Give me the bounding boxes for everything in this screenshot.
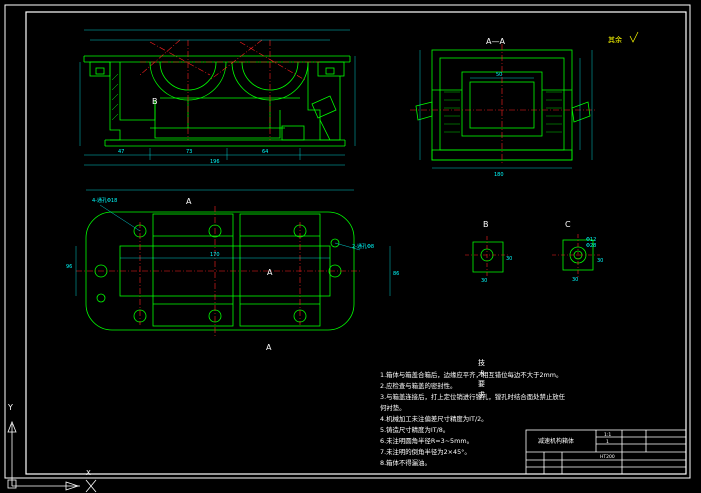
- svg-text:64: 64: [262, 149, 268, 155]
- plan-view-dimensions: [75, 189, 391, 296]
- section-aa-centerlines: [410, 44, 595, 165]
- front-view[interactable]: [83, 55, 351, 147]
- svg-text:30: 30: [572, 277, 578, 283]
- inner-border: [25, 11, 687, 475]
- svg-text:Φ28: Φ28: [586, 243, 596, 249]
- title-block[interactable]: [525, 429, 687, 475]
- tech-requirement-item: 4.机械加工未注偏差尺寸精度为IT/2。: [380, 415, 488, 423]
- section-aa-dimensions: [419, 50, 593, 169]
- svg-text:1:1: 1:1: [604, 432, 611, 438]
- svg-text:HT200: HT200: [600, 454, 615, 460]
- svg-text:30: 30: [597, 258, 603, 264]
- detail-c-title: C: [565, 220, 571, 229]
- detail-c-dim-text: 30 30 Φ12 Φ28: [572, 237, 603, 283]
- svg-text:2-通孔Φ8: 2-通孔Φ8: [352, 243, 374, 250]
- section-aa-title: A—A: [486, 37, 505, 46]
- svg-text:30: 30: [506, 256, 512, 262]
- section-aa-dim-text: 50 180: [494, 72, 504, 178]
- detail-b-dim-text: 30 30: [481, 256, 512, 284]
- front-view-centerlines: [139, 39, 320, 140]
- svg-text:47: 47: [118, 149, 124, 155]
- svg-text:96: 96: [66, 264, 72, 270]
- detail-b-title: B: [483, 220, 489, 229]
- svg-text:Φ12: Φ12: [586, 237, 596, 243]
- ucs-icon: [7, 420, 97, 493]
- section-a-marker-top: A: [186, 197, 192, 206]
- detail-c-centerlines: [552, 234, 600, 278]
- svg-text:170: 170: [210, 252, 220, 258]
- detail-b-view[interactable]: [472, 241, 504, 273]
- tech-requirements-title: 技术要求: [478, 359, 485, 399]
- tech-requirement-item: 6.未注明圆角半径R=3~5mm。: [380, 437, 473, 445]
- detail-b-centerlines: [465, 236, 510, 278]
- svg-text:4-通孔Φ18: 4-通孔Φ18: [92, 197, 117, 204]
- tech-requirement-item: 1.箱体与箱盖合箱后，边缘应平齐，相互错位每边不大于2mm。: [380, 371, 563, 379]
- front-view-dimensions: [79, 29, 356, 166]
- plan-view-centerlines: [76, 206, 362, 336]
- tech-requirement-item: 7.未注明的倒角半径为2×45°。: [380, 448, 471, 456]
- svg-text:30: 30: [481, 278, 487, 284]
- tech-requirement-item: 8.箱体不得漏油。: [380, 459, 431, 467]
- tech-requirement-item: 2.应检查与箱盖的密封性。: [380, 382, 457, 390]
- ucs-y-label: Y: [7, 403, 13, 412]
- plan-view-dim-text: 170 96 86 4-通孔Φ18 2-通孔Φ8: [66, 197, 399, 277]
- svg-text:1: 1: [606, 439, 609, 445]
- svg-text:减速机构箱体: 减速机构箱体: [538, 437, 574, 445]
- tech-requirement-item: 5.铸造尺寸精度为IT/8。: [380, 426, 450, 434]
- outer-border: [4, 4, 691, 479]
- svg-text:86: 86: [393, 271, 399, 277]
- plan-view-holes: [94, 224, 342, 323]
- tech-requirement-item: 何衬垫。: [380, 404, 406, 412]
- section-b-label: B: [152, 97, 158, 106]
- svg-text:73: 73: [186, 149, 192, 155]
- svg-text:50: 50: [496, 72, 502, 78]
- svg-text:196: 196: [210, 159, 220, 165]
- section-a-marker-bottom: A: [266, 343, 272, 352]
- title-block-text: 减速机构箱体 1:1 1 HT200: [538, 432, 615, 460]
- front-view-dim-text: 47 73 64 196: [118, 149, 268, 165]
- tech-requirement-item: 3.与箱盖连接后，打上定位销进行镗孔，镗孔时结合面处禁止放任: [380, 393, 566, 401]
- svg-text:180: 180: [494, 172, 504, 178]
- roughness-symbol-icon: [629, 31, 639, 43]
- ucs-x-label: X: [86, 469, 91, 477]
- plan-center-label: A: [267, 268, 273, 277]
- section-aa-view[interactable]: [415, 49, 591, 161]
- roughness-note: 其余: [608, 35, 622, 44]
